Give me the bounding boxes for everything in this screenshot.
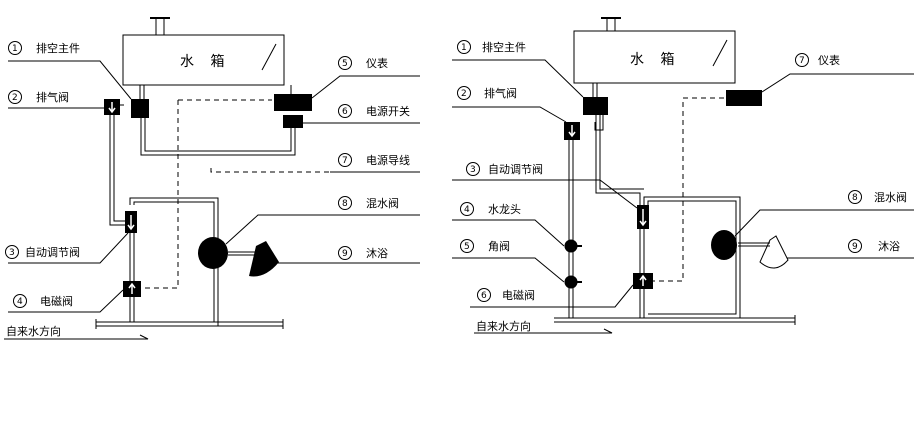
svg-text:混水阀: 混水阀	[874, 190, 907, 204]
right-callout-2: 2 排气阀	[457, 86, 517, 100]
svg-text:角阀: 角阀	[488, 239, 510, 253]
svg-text:9: 9	[342, 249, 348, 259]
svg-text:7: 7	[342, 156, 348, 166]
right-faucet	[564, 239, 582, 253]
svg-text:排空主件: 排空主件	[36, 41, 80, 55]
right-meter	[726, 90, 762, 106]
svg-text:2: 2	[461, 89, 467, 99]
right-callout-6: 6 电磁阀	[477, 288, 535, 302]
left-callout-9: 9 沐浴	[338, 246, 388, 260]
right-callout-5: 5 角阀	[460, 239, 510, 253]
left-drain-fitting	[131, 99, 149, 118]
svg-text:仪表: 仪表	[818, 53, 840, 67]
left-diagram: 水 箱	[4, 17, 420, 340]
svg-text:电源导线: 电源导线	[366, 153, 410, 167]
svg-text:沐浴: 沐浴	[878, 240, 900, 253]
svg-text:2: 2	[12, 93, 18, 103]
right-pipes	[554, 83, 796, 325]
svg-text:电磁阀: 电磁阀	[40, 294, 73, 308]
left-shower-head	[249, 241, 279, 277]
svg-text:8: 8	[342, 199, 348, 209]
left-callout-4: 4 电磁阀	[13, 294, 73, 308]
svg-text:1: 1	[12, 44, 18, 54]
left-callout-1: 1 排空主件	[8, 41, 80, 55]
right-callout-3: 3 自动调节阀	[466, 162, 543, 176]
left-callout-8: 8 混水阀	[338, 196, 399, 210]
left-vent-valve	[104, 99, 120, 115]
right-callout-7: 7 仪表	[795, 53, 840, 67]
right-vent-valve	[564, 122, 580, 140]
svg-text:6: 6	[481, 291, 487, 301]
right-callout-8: 8 混水阀	[848, 190, 907, 204]
svg-text:5: 5	[464, 242, 470, 252]
left-water-tank: 水 箱	[122, 17, 285, 86]
left-mixing-valve	[198, 237, 228, 269]
left-power-switch	[283, 115, 303, 128]
svg-text:排气阀: 排气阀	[484, 86, 517, 100]
svg-text:混水阀: 混水阀	[366, 196, 399, 210]
svg-text:排气阀: 排气阀	[36, 90, 69, 104]
right-auto-regulating-valve	[637, 205, 649, 229]
svg-text:沐浴: 沐浴	[366, 247, 388, 260]
left-tank-label: 水 箱	[180, 54, 230, 70]
right-angle-valve	[564, 275, 582, 289]
right-leaders	[452, 59, 914, 334]
svg-text:6: 6	[342, 107, 348, 117]
left-wire-c	[210, 168, 418, 173]
svg-text:3: 3	[9, 248, 15, 258]
svg-text:排空主件: 排空主件	[482, 40, 526, 54]
svg-text:7: 7	[799, 56, 805, 66]
right-drain-fitting	[583, 97, 608, 115]
svg-text:4: 4	[17, 297, 23, 307]
right-callout-9: 9 沐浴	[848, 239, 900, 253]
svg-text:自动调节阀: 自动调节阀	[488, 162, 543, 176]
right-diagram: 水 箱	[452, 17, 914, 334]
left-leaders	[4, 60, 420, 340]
left-inlet-label: 自来水方向	[6, 324, 61, 338]
right-shower-head	[759, 235, 789, 269]
right-tank-label: 水 箱	[630, 52, 680, 68]
right-mixing-valve	[711, 230, 737, 260]
right-inlet-label: 自来水方向	[476, 319, 531, 333]
left-callout-3: 3 自动调节阀	[5, 245, 80, 259]
left-meter	[274, 94, 312, 111]
svg-text:3: 3	[470, 165, 476, 175]
left-callout-7: 7 电源导线	[338, 153, 410, 167]
svg-text:4: 4	[464, 205, 470, 215]
right-callout-4: 4 水龙头	[460, 202, 521, 216]
right-solenoid-valve	[633, 273, 653, 289]
svg-text:1: 1	[461, 43, 467, 53]
svg-text:自动调节阀: 自动调节阀	[25, 245, 80, 259]
right-wire	[653, 97, 724, 282]
right-callout-1: 1 排空主件	[457, 40, 526, 54]
svg-text:9: 9	[852, 242, 858, 252]
left-wire-a	[141, 100, 179, 289]
left-solenoid-valve	[123, 281, 141, 297]
left-auto-regulating-valve	[125, 211, 137, 233]
left-callout-5: 5 仪表	[338, 56, 388, 70]
svg-text:水龙头: 水龙头	[488, 203, 521, 216]
left-callout-2: 2 排气阀	[8, 90, 69, 104]
svg-text:8: 8	[852, 193, 858, 203]
svg-text:电磁阀: 电磁阀	[502, 288, 535, 302]
svg-text:仪表: 仪表	[366, 56, 388, 70]
svg-text:电源开关: 电源开关	[366, 104, 410, 118]
right-water-tank: 水 箱	[573, 17, 736, 84]
svg-text:5: 5	[342, 59, 348, 69]
left-callout-6: 6 电源开关	[338, 104, 410, 118]
